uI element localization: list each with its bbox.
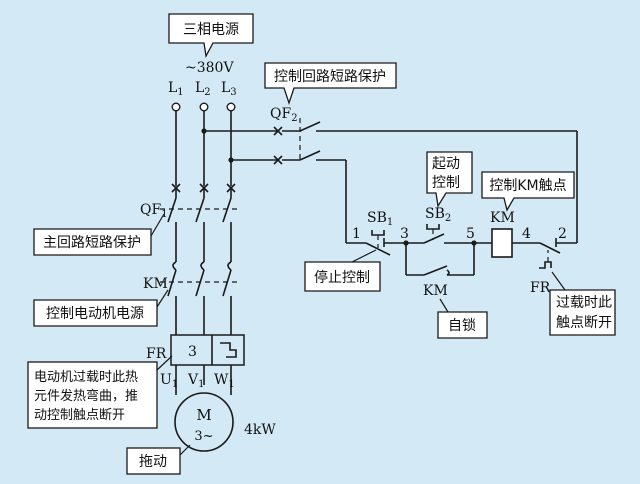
motor: M 3~ 4kW xyxy=(174,392,276,452)
supply-terminals xyxy=(171,102,236,112)
callout-self-lock: 自锁 xyxy=(437,298,488,339)
line-l3-label: L3 xyxy=(221,80,237,98)
callout-km-contact: 控制KM触点 xyxy=(481,171,575,212)
sb1-label: SB1 xyxy=(367,210,393,228)
callout-fr-open-text: 过载时此 触点断开 xyxy=(556,295,616,331)
callout-stop-text: 停止控制 xyxy=(314,269,370,286)
callout-self-lock-text: 自锁 xyxy=(448,318,476,334)
km-aux-label: KM xyxy=(423,283,448,299)
callout-control-protect-text: 控制回路短路保护 xyxy=(274,69,386,85)
callout-overload: 电动机过载时此热 元件发热弯曲，推 动控制触点断开 xyxy=(27,355,173,429)
line-labels: L1 L2 L3 xyxy=(168,80,237,98)
callout-three-phase-text: 三相电源 xyxy=(183,22,239,38)
node-2: 2 xyxy=(558,226,567,242)
node-5: 5 xyxy=(466,226,475,242)
line-l2-label: L2 xyxy=(195,80,211,98)
control-circuit: 1 3 5 4 2 SB1 SB2 KM KM xyxy=(346,206,577,299)
callout-motor-power: 控制电动机电源 xyxy=(33,289,169,327)
callout-overload-text: 电动机过载时此热 元件发热弯曲，推 动控制触点断开 xyxy=(34,370,142,423)
fr-thermal-relay: FR 3 xyxy=(146,334,245,395)
sb2-button-icon xyxy=(426,224,440,230)
callout-three-phase: 三相电源 xyxy=(168,13,254,59)
km-main-label: KM xyxy=(143,276,168,292)
callout-start-text: 起动 控制 xyxy=(432,156,464,191)
callout-control-protect: 控制回路短路保护 xyxy=(264,62,397,106)
terminal-v1: V1 xyxy=(187,372,205,390)
callout-start: 起动 控制 xyxy=(426,151,473,208)
callout-km-contact-text: 控制KM触点 xyxy=(489,178,566,194)
motor-power-label: 4kW xyxy=(244,422,276,438)
line-l1-label: L1 xyxy=(168,80,184,98)
sb2-label: SB2 xyxy=(425,206,451,224)
sb1-button-icon xyxy=(371,230,385,236)
node-1: 1 xyxy=(352,226,361,242)
fr-ctrl-label: FR xyxy=(530,280,551,296)
voltage-label: ~380V xyxy=(185,60,234,76)
callout-motor-power-text: 控制电动机电源 xyxy=(46,306,144,322)
callout-fr-open: 过载时此 触点断开 xyxy=(549,271,616,336)
motor-m-label: M xyxy=(196,406,211,424)
fr-box-number: 3 xyxy=(188,344,197,360)
qf1-main-breaker: QF1 xyxy=(140,183,238,262)
callout-drive-text: 拖动 xyxy=(139,454,167,470)
km-coil-icon xyxy=(491,228,513,258)
fr-contact-icon xyxy=(539,261,552,269)
km-coil-label: KM xyxy=(490,210,515,226)
qf2-control-breaker: QF2 xyxy=(270,106,578,243)
motor-phase-label: 3~ xyxy=(194,429,213,444)
callout-drive: 拖动 xyxy=(126,444,191,475)
motor-terminal-labels: U1 V1 W1 xyxy=(160,372,235,390)
qf1-label: QF1 xyxy=(140,202,168,220)
node-4: 4 xyxy=(522,226,531,242)
callout-main-protect-text: 主回路短路保护 xyxy=(43,235,141,251)
callout-stop: 停止控制 xyxy=(304,249,381,292)
thermal-element-icon xyxy=(220,342,237,358)
fr-main-label: FR xyxy=(146,346,167,362)
main-power-lines xyxy=(175,111,278,186)
terminal-u1: U1 xyxy=(160,372,178,390)
qf2-label: QF2 xyxy=(270,106,298,124)
terminal-w1: W1 xyxy=(214,372,235,390)
node-3: 3 xyxy=(400,226,409,242)
callout-main-protect: 主回路短路保护 xyxy=(33,213,165,256)
km-main-contacts: KM xyxy=(143,261,238,335)
motor-icon xyxy=(174,392,234,452)
